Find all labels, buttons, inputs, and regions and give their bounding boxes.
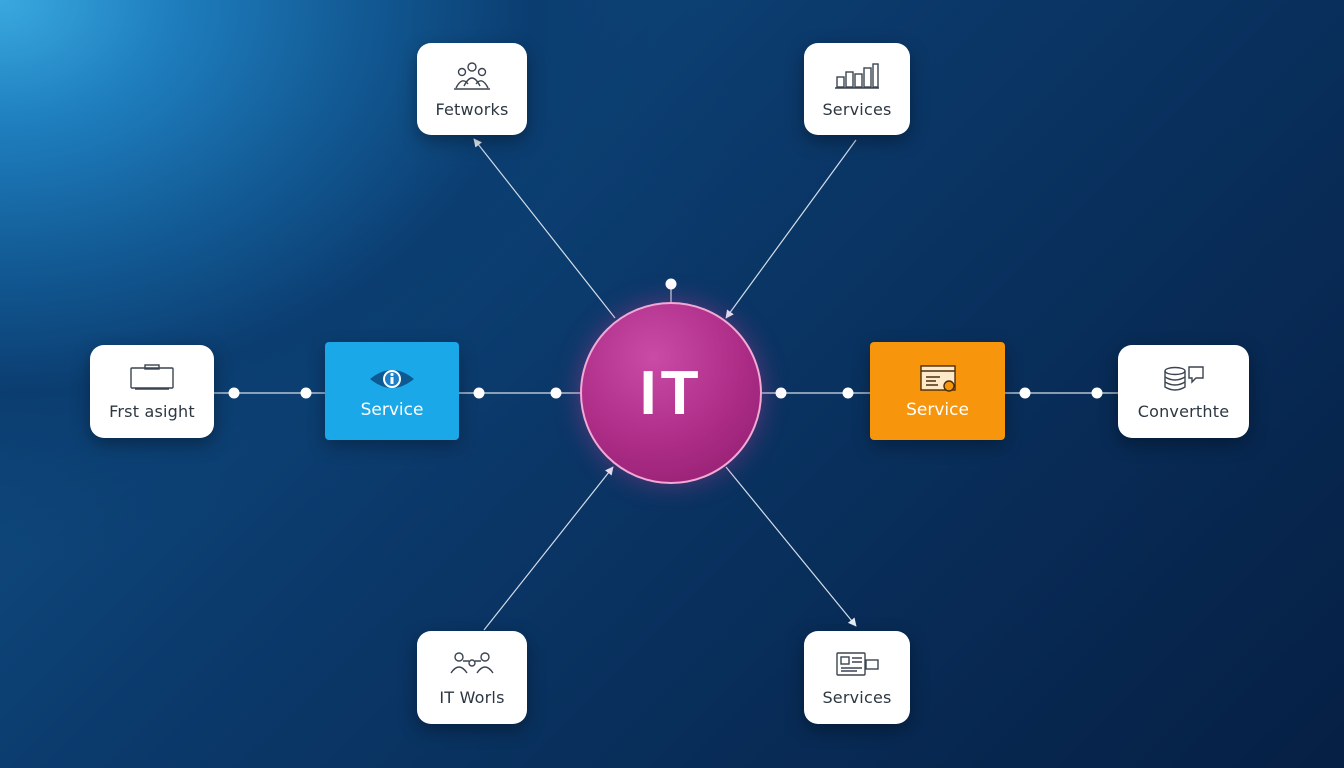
node-label-bottom-left: IT Worls	[439, 688, 505, 707]
node-card-top-right[interactable]: Services	[804, 43, 910, 135]
hub-label: IT	[639, 358, 703, 428]
node-card-left[interactable]: Frst asight	[90, 345, 214, 438]
connector-dot	[228, 387, 240, 399]
node-label-top-right: Services	[822, 99, 892, 119]
service-label-right: Service	[906, 400, 969, 420]
connector-dot	[550, 387, 562, 399]
node-card-top-left[interactable]: Fetworks	[417, 43, 527, 135]
connector-bottom-left	[483, 466, 614, 631]
node-card-bottom-right[interactable]: Services	[804, 631, 910, 724]
connector-top-left	[473, 138, 616, 319]
id-card-icon	[832, 648, 882, 680]
connector-bottom-right	[725, 466, 857, 627]
connector-top-right	[725, 139, 857, 319]
node-label-top-left: Fetworks	[435, 99, 509, 119]
connector-dot	[665, 278, 677, 290]
node-label-left: Frst asight	[109, 402, 195, 421]
people-group-icon	[447, 60, 497, 92]
node-card-bottom-left[interactable]: IT Worls	[417, 631, 527, 724]
connector-dot	[473, 387, 485, 399]
node-label-right: Converthte	[1137, 402, 1230, 421]
connector-dot	[842, 387, 854, 399]
eye-info-icon	[367, 362, 417, 396]
connector-dot	[775, 387, 787, 399]
connector-dot	[1091, 387, 1103, 399]
node-card-right[interactable]: Converthte	[1118, 345, 1249, 438]
service-box-right[interactable]: Service	[870, 342, 1005, 440]
connector-dot	[1019, 387, 1031, 399]
hub-it-circle[interactable]: IT	[580, 302, 762, 484]
node-label-bottom-right: Services	[822, 688, 892, 707]
database-chat-icon	[1159, 362, 1209, 394]
service-box-left[interactable]: Service	[325, 342, 459, 440]
connector-dot	[300, 387, 312, 399]
bar-buildings-icon	[832, 60, 882, 92]
monitor-icon	[127, 362, 177, 394]
team-network-icon	[447, 648, 497, 680]
service-label-left: Service	[360, 400, 424, 420]
browser-window-icon	[913, 362, 963, 396]
